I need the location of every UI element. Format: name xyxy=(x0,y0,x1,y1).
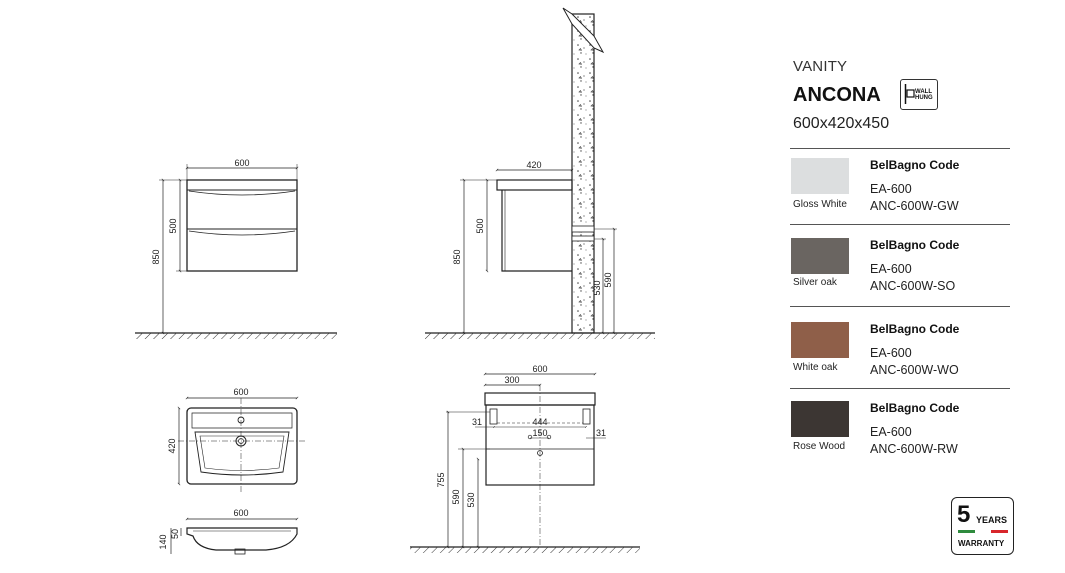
section-thickness-dim: 140 xyxy=(158,534,168,549)
finish-swatch[interactable] xyxy=(791,158,849,194)
flag-stripe xyxy=(974,530,992,533)
rear-view: 600 300 444 150 31 31 755 590 530 xyxy=(410,364,640,553)
code-series: EA-600 xyxy=(870,425,912,439)
hole-spacing-dim: 444 xyxy=(532,417,547,427)
finish-name: Rose Wood xyxy=(793,441,846,452)
code-title: BelBagno Code xyxy=(870,238,960,252)
side-view: 420 500 850 530 590 xyxy=(425,7,655,339)
flag-icon xyxy=(958,530,1009,533)
code-article: ANC-600W-RW xyxy=(870,442,958,456)
front-mount-dim: 850 xyxy=(151,249,161,264)
cabinet-outline xyxy=(186,179,298,272)
warranty-years-word: YEARS xyxy=(976,515,1008,525)
bracket-right xyxy=(582,408,591,425)
offset-right-dim: 31 xyxy=(596,428,606,438)
product-category: VANITY xyxy=(793,58,848,75)
section-width-dim: 600 xyxy=(233,508,248,518)
finish-swatch[interactable] xyxy=(791,401,849,437)
rear-width-dim: 600 xyxy=(532,364,547,374)
code-article: ANC-600W-GW xyxy=(870,199,959,213)
pipe-fitting xyxy=(571,225,595,233)
divider xyxy=(790,148,1010,149)
side-depth-dim: 420 xyxy=(526,160,541,170)
drawer-handle xyxy=(188,230,296,236)
rear-h-low-dim: 530 xyxy=(466,492,476,507)
side-top xyxy=(496,179,573,191)
code-article: ANC-600W-WO xyxy=(870,363,959,377)
wall-break xyxy=(562,7,605,54)
finish-name: Gloss White xyxy=(793,199,847,210)
basin-depth-dim: 420 xyxy=(167,438,177,453)
rear-h-top-dim: 755 xyxy=(436,472,446,487)
center-spacing-dim: 150 xyxy=(532,428,547,438)
code-title: BelBagno Code xyxy=(870,401,960,415)
rear-h-mid-dim: 590 xyxy=(451,489,461,504)
code-title: BelBagno Code xyxy=(870,322,960,336)
front-width-dim: 600 xyxy=(234,158,249,168)
divider xyxy=(790,306,1010,307)
code-title: BelBagno Code xyxy=(870,158,960,172)
warranty-years-number: 5 xyxy=(957,501,971,528)
front-view: 600 500 850 xyxy=(135,158,337,339)
wall-section xyxy=(571,13,595,334)
code-article: ANC-600W-SO xyxy=(870,279,956,293)
flag-stripe xyxy=(991,530,1009,533)
wall-hung-glyph xyxy=(904,84,915,104)
side-mount-dim: 850 xyxy=(452,249,462,264)
warranty-badge: 5 YEARS WARRANTY xyxy=(951,497,1014,555)
offset-left-dim: 31 xyxy=(472,417,482,427)
product-size: 600x420x450 xyxy=(793,115,890,132)
basin-top-view: 600 420 xyxy=(167,387,305,494)
front-height-dim: 500 xyxy=(168,218,178,233)
flag-stripe xyxy=(958,530,975,533)
rear-half-dim: 300 xyxy=(504,375,519,385)
warranty-label: WARRANTY xyxy=(958,539,1005,548)
code-series: EA-600 xyxy=(870,262,912,276)
divider xyxy=(790,224,1010,225)
code-series: EA-600 xyxy=(870,182,912,196)
basin-section-view: 600 50 140 xyxy=(158,508,299,555)
finish-name: Silver oak xyxy=(793,277,837,288)
finish-name: White oak xyxy=(793,362,838,373)
product-model-title: ANCONA xyxy=(793,84,881,106)
floor-hatch xyxy=(135,333,337,339)
pipe-low-dim: 530 xyxy=(592,280,602,295)
section-rim-dim: 50 xyxy=(170,529,180,539)
code-series: EA-600 xyxy=(870,346,912,360)
bracket-left xyxy=(489,408,498,425)
finish-swatch[interactable] xyxy=(791,322,849,358)
finish-swatch[interactable] xyxy=(791,238,849,274)
drawer-handle xyxy=(188,190,296,196)
side-height-dim: 500 xyxy=(475,218,485,233)
basin-width-dim: 600 xyxy=(233,387,248,397)
pipe-high-dim: 590 xyxy=(603,272,613,287)
divider xyxy=(790,388,1010,389)
